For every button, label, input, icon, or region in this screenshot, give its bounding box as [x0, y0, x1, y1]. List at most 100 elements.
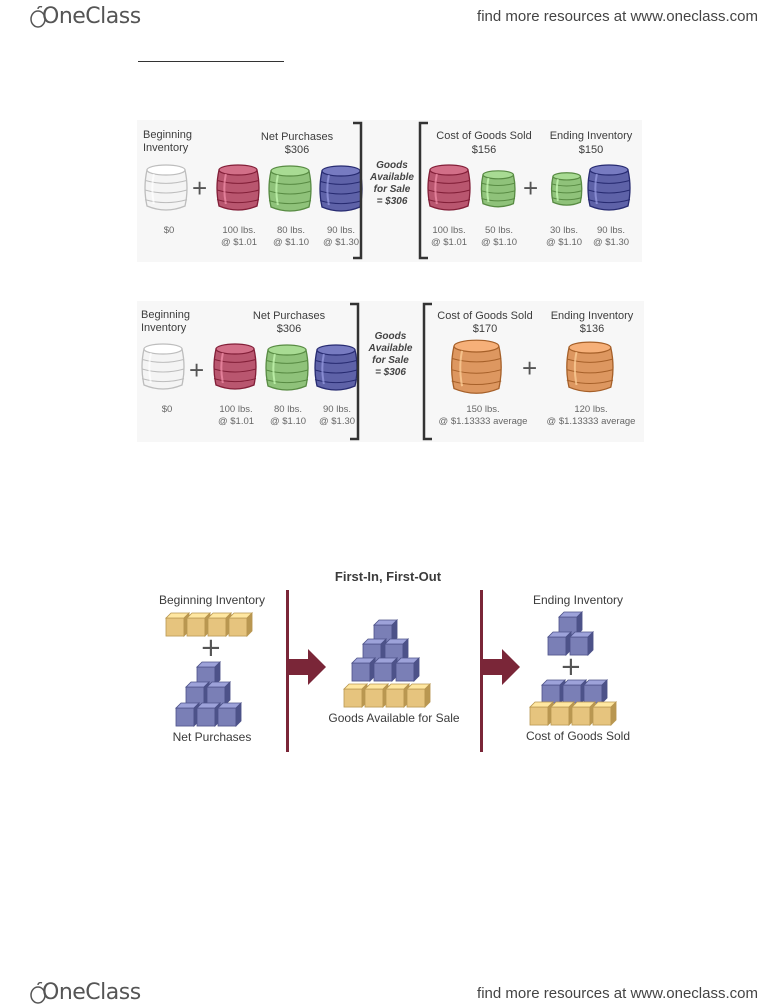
cube-icon	[373, 657, 399, 683]
fifo-title: First-In, First-Out	[334, 569, 442, 584]
fifo-barrel-figure: Beginning Inventory Net Purchases $306 +…	[137, 120, 642, 262]
purchase-qty: 80 lbs.	[274, 404, 302, 415]
header-tagline[interactable]: find more resources at www.oneclass.com	[477, 8, 758, 25]
cube-icon	[406, 683, 432, 709]
bracket-left	[418, 121, 428, 260]
cube-icon	[529, 701, 555, 727]
beginning-value: $0	[161, 404, 173, 415]
barrel-purchase-1-icon	[216, 164, 260, 211]
barrel-ending-2-icon	[587, 164, 631, 211]
logo-text: OneClass	[42, 980, 141, 1005]
beginning-inventory-label: Beginning Inventory	[141, 309, 190, 334]
cube-icon	[186, 612, 212, 638]
barrel-art	[144, 121, 631, 260]
footer-tagline[interactable]: find more resources at www.oneclass.com	[477, 985, 758, 1002]
beginning-value: $0	[163, 225, 175, 236]
cube-icon	[206, 681, 232, 707]
ending-inventory-value: $136	[579, 323, 605, 335]
bracket-left	[422, 302, 432, 441]
divider-bar	[286, 590, 289, 752]
purchase-price: @ $1.01	[220, 237, 258, 248]
logo-text: OneClass	[42, 4, 141, 29]
cogs-price: @ $1.13333 average	[438, 416, 528, 427]
ending-qty: 30 lbs.	[550, 225, 578, 236]
cube-icon	[373, 619, 399, 645]
ending-inventory-label: Ending Inventory	[549, 130, 633, 142]
acorn-icon	[30, 5, 46, 28]
purchase-price: @ $1.10	[272, 237, 310, 248]
cogs-qty: 100 lbs.	[432, 225, 466, 236]
ending-price: @ $1.13333 average	[546, 416, 636, 427]
cube-icon	[583, 679, 609, 705]
cube-icon	[228, 612, 254, 638]
acorn-icon	[30, 981, 46, 1004]
cogs-value: $170	[472, 323, 498, 335]
ending-inventory-label: Ending Inventory	[550, 310, 634, 322]
cube-icon	[558, 611, 584, 637]
barrel-purchase-3-icon	[314, 344, 358, 391]
ending-qty: 90 lbs.	[597, 225, 625, 236]
cogs-label: Cost of Goods Sold	[437, 310, 533, 322]
plus-sign: +	[189, 355, 205, 385]
divider-bar	[480, 590, 483, 752]
cube-art: + +	[165, 611, 618, 728]
cube-icon	[384, 638, 410, 664]
beginning-inventory-label: Beginning Inventory	[143, 129, 192, 154]
purchase-price: @ $1.01	[217, 416, 255, 427]
oneclass-logo[interactable]: OneClass	[30, 4, 141, 29]
cube-icon	[395, 657, 421, 683]
goods-available-label: Goods Available for Sale = $306	[370, 160, 414, 207]
cogs-price: @ $1.10	[480, 237, 518, 248]
purchase-price: @ $1.30	[322, 237, 360, 248]
beginning-inventory-label: Beginning Inventory	[158, 593, 266, 607]
cube-icon	[592, 701, 618, 727]
cube-icon	[207, 612, 233, 638]
bracket-right	[350, 302, 360, 441]
right-arrow-icon	[288, 649, 326, 685]
plus-sign: +	[522, 353, 538, 383]
cube-icon	[385, 683, 411, 709]
divider-line	[138, 61, 284, 62]
cogs-label: Cost of Goods Sold	[436, 130, 532, 142]
purchase-qty: 100 lbs.	[222, 225, 256, 236]
barrel-cogs-2-icon	[480, 170, 516, 208]
bracket-right	[353, 121, 363, 260]
purchase-qty: 90 lbs.	[327, 225, 355, 236]
right-arrow-icon	[482, 649, 520, 685]
barrel-purchase-2-icon	[268, 165, 312, 212]
cogs-label: Cost of Goods Sold	[525, 729, 631, 743]
ending-price: @ $1.30	[592, 237, 630, 248]
cogs-price: @ $1.01	[430, 237, 468, 248]
cube-icon	[217, 702, 243, 728]
cube-icon	[175, 702, 201, 728]
svg-text:+: +	[200, 633, 222, 663]
purchase-qty: 100 lbs.	[219, 404, 253, 415]
net-purchases-value: $306	[276, 323, 302, 335]
cube-icon	[165, 612, 191, 638]
cube-icon	[196, 661, 222, 687]
barrel-ending-1-icon	[550, 172, 583, 206]
cube-icon	[547, 631, 573, 657]
barrel-beginning-icon	[144, 164, 188, 211]
barrel-art	[141, 302, 614, 441]
purchase-qty: 80 lbs.	[277, 225, 305, 236]
barrel-purchase-1-icon	[213, 343, 257, 390]
cube-icon	[196, 702, 222, 728]
cube-icon	[569, 631, 595, 657]
ending-qty: 120 lbs.	[574, 404, 608, 415]
barrel-purchase-2-icon	[265, 344, 309, 391]
oneclass-logo[interactable]: OneClass	[30, 980, 141, 1005]
svg-text:+: +	[560, 652, 582, 682]
plus-sign: +	[523, 173, 539, 203]
cube-icon	[550, 701, 576, 727]
barrel-beginning-icon	[141, 343, 185, 390]
barrel-purchase-3-icon	[319, 165, 363, 212]
average-cost-barrel-figure: Beginning Inventory Net Purchases $306 +…	[137, 301, 644, 442]
cogs-qty: 50 lbs.	[485, 225, 513, 236]
cube-icon	[364, 683, 390, 709]
net-purchases-label: Net Purchases	[252, 310, 326, 322]
cube-icon	[343, 683, 369, 709]
ending-inventory-label: Ending Inventory	[532, 593, 624, 607]
barrel-cogs-icon	[450, 339, 502, 394]
purchase-price: @ $1.30	[318, 416, 356, 427]
